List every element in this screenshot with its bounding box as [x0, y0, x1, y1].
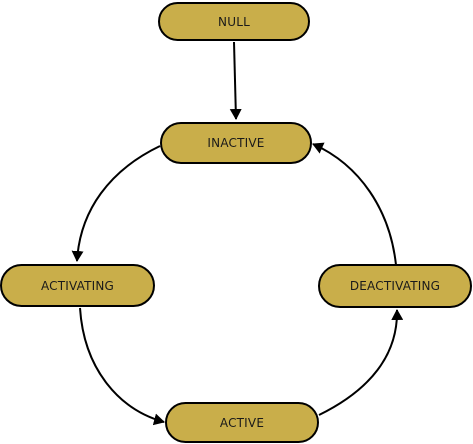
- state-active-label: ACTIVE: [219, 415, 265, 430]
- state-null: NULL: [158, 2, 310, 41]
- edge-active-to-deactivating: [318, 309, 404, 416]
- edge-null-to-inactive: [229, 41, 242, 120]
- edge-inactive-to-activating: [71, 145, 161, 262]
- state-inactive-label: INACTIVE: [207, 136, 265, 150]
- state-deactivating-label: DEACTIVATING: [349, 279, 441, 293]
- state-inactive: INACTIVE: [160, 122, 312, 164]
- edge-activating-to-active: [79, 307, 165, 426]
- edge-deactivating-to-inactive: [312, 142, 397, 266]
- state-activating: ACTIVATING: [0, 264, 155, 307]
- state-null-label: NULL: [218, 14, 250, 29]
- state-activating-label: ACTIVATING: [40, 278, 115, 293]
- state-active: ACTIVE: [165, 402, 319, 443]
- state-deactivating: DEACTIVATING: [318, 264, 472, 308]
